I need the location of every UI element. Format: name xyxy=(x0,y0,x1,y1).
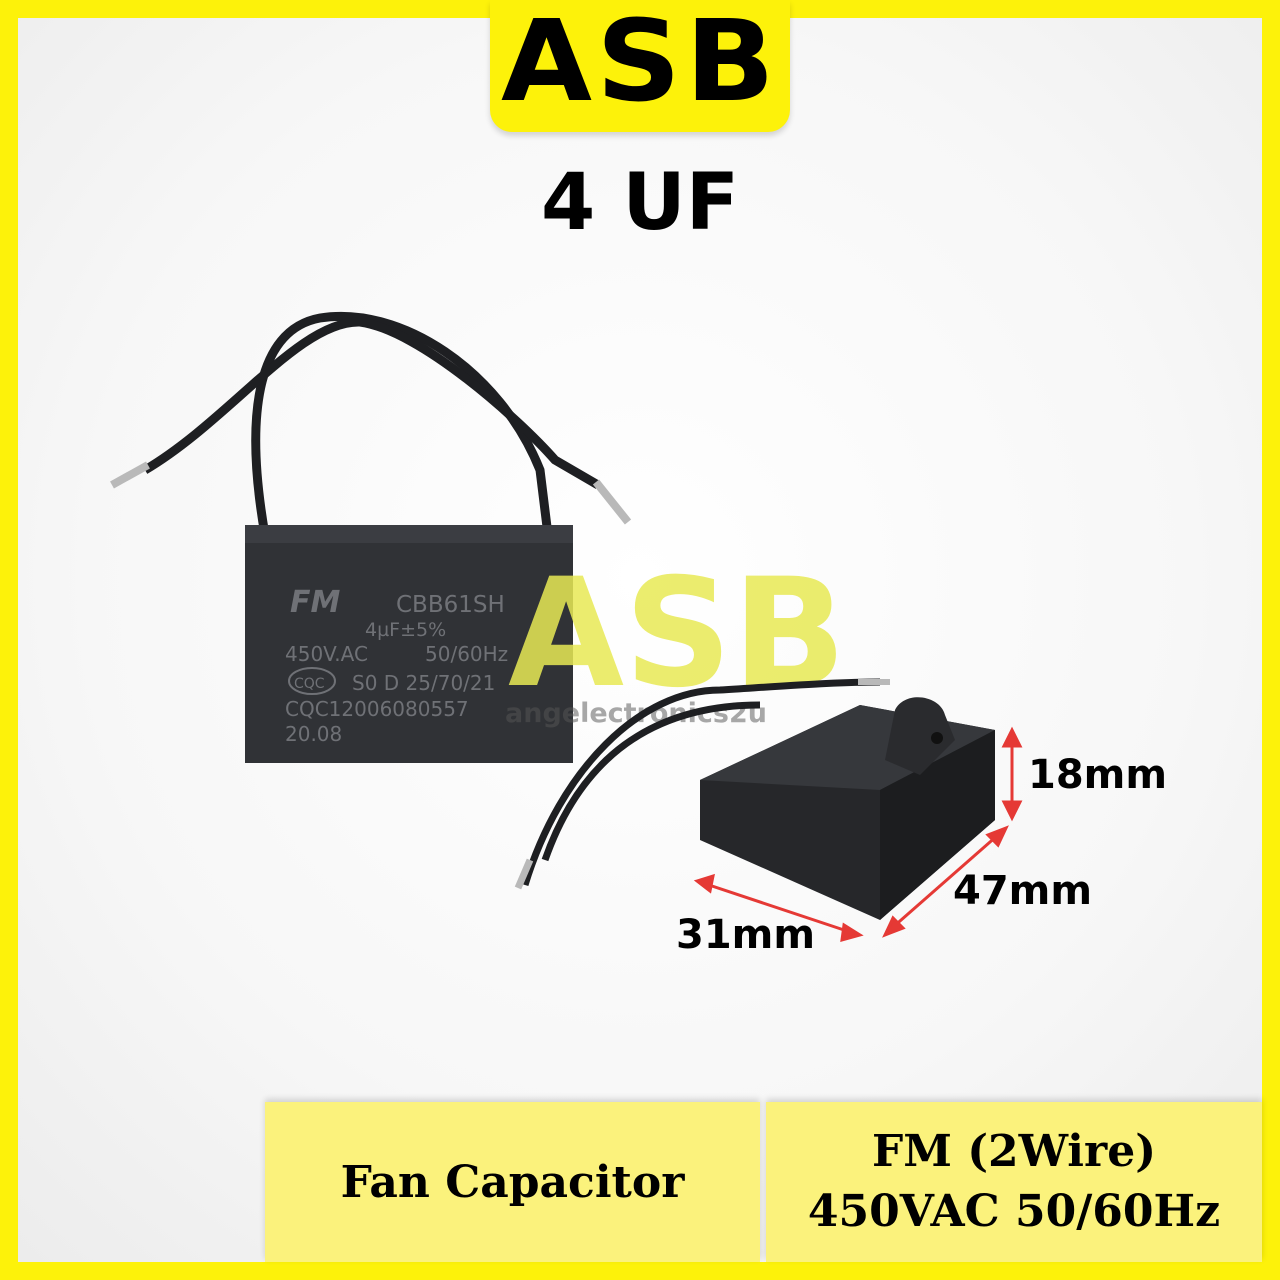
capacitor-capacitance: 4µF±5% xyxy=(365,619,446,641)
watermark: ASB angelectronics2u xyxy=(505,547,846,729)
watermark-logo: ASB xyxy=(508,547,846,721)
footer-product-name-panel: Fan Capacitor xyxy=(265,1102,760,1262)
footer-spec-line2: 450VAC 50/60Hz xyxy=(807,1186,1221,1237)
side-wire-1 xyxy=(521,678,881,887)
wire-tip-right xyxy=(592,479,632,525)
brand-logo-tab: ASB xyxy=(490,0,790,132)
footer-product-name: Fan Capacitor xyxy=(340,1156,685,1208)
brand-logo: ASB xyxy=(501,0,779,127)
capacitor-class: S0 D 25/70/21 xyxy=(352,671,495,695)
side-wire-2 xyxy=(541,701,761,862)
dimension-arrows xyxy=(693,726,1023,943)
wire-right xyxy=(142,317,601,489)
capacitor-logo: FM xyxy=(290,585,340,620)
dimension-width: 31mm xyxy=(676,912,816,958)
footer-spec-panel: FM (2Wire) 450VAC 50/60Hz xyxy=(766,1102,1262,1262)
dimension-length: 47mm xyxy=(953,868,1093,914)
footer-spec-line1: FM (2Wire) xyxy=(871,1126,1157,1177)
capacitance-title: 4 UF xyxy=(540,158,740,248)
mounting-tab xyxy=(885,697,955,775)
capacitor-date: 20.08 xyxy=(285,722,342,746)
capacitor-frequency: 50/60Hz xyxy=(425,642,508,666)
capacitor-voltage: 450V.AC xyxy=(285,642,368,666)
wire-tip-left xyxy=(110,461,150,489)
capacitor-front-body xyxy=(245,525,573,763)
watermark-site: angelectronics2u xyxy=(505,698,767,729)
product-image-background xyxy=(18,18,1262,1262)
capacitor-cert: CQC xyxy=(294,676,325,692)
dimension-height: 18mm xyxy=(1028,752,1168,798)
capacitor-cert-number: CQC12006080557 xyxy=(285,697,469,721)
capacitor-model: CBB61SH xyxy=(396,592,505,618)
